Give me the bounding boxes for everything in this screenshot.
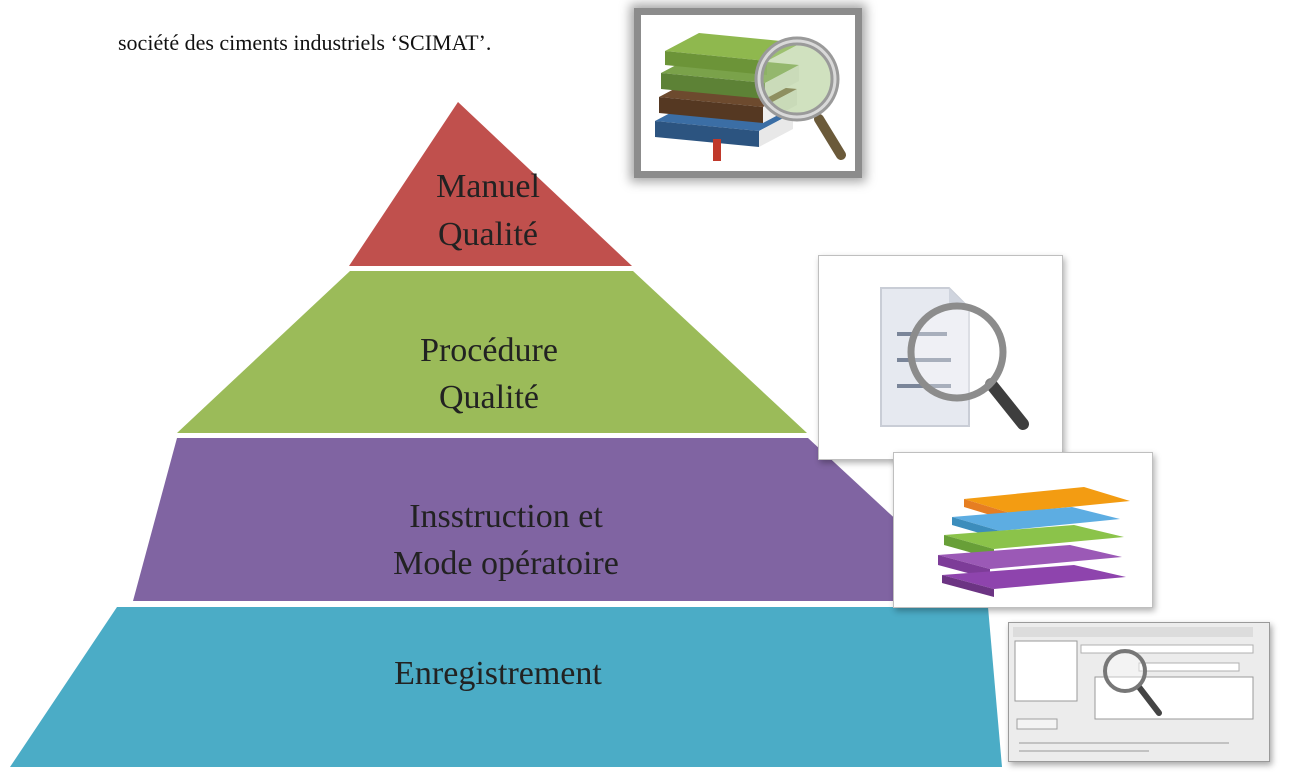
intro-text: société des ciments industriels ‘SCIMAT’… xyxy=(118,30,492,55)
tier-procedure-qualite-line2: Qualité xyxy=(439,379,539,416)
tier-enregistrement-line1: Enregistrement xyxy=(394,655,602,692)
tier-instruction-mode-operatoire xyxy=(133,438,984,601)
tier-procedure-qualite-line1: Procédure xyxy=(420,332,558,369)
book-stack-icon xyxy=(893,452,1153,608)
tier-manuel-qualite xyxy=(349,102,632,266)
tier-manuel-qualite-line1: Manuel xyxy=(436,168,540,205)
books-magnifier-icon xyxy=(634,8,862,178)
tier-enregistrement xyxy=(10,607,1002,767)
tier-instruction-line2: Mode opératoire xyxy=(393,545,619,582)
tier-procedure-qualite xyxy=(177,271,807,433)
document-magnifier-icon xyxy=(818,255,1063,460)
tier-manuel-qualite-line2: Qualité xyxy=(438,216,538,253)
tier-instruction-line1: Insstruction et xyxy=(409,498,603,535)
dialog-magnifier-icon xyxy=(1008,622,1270,762)
